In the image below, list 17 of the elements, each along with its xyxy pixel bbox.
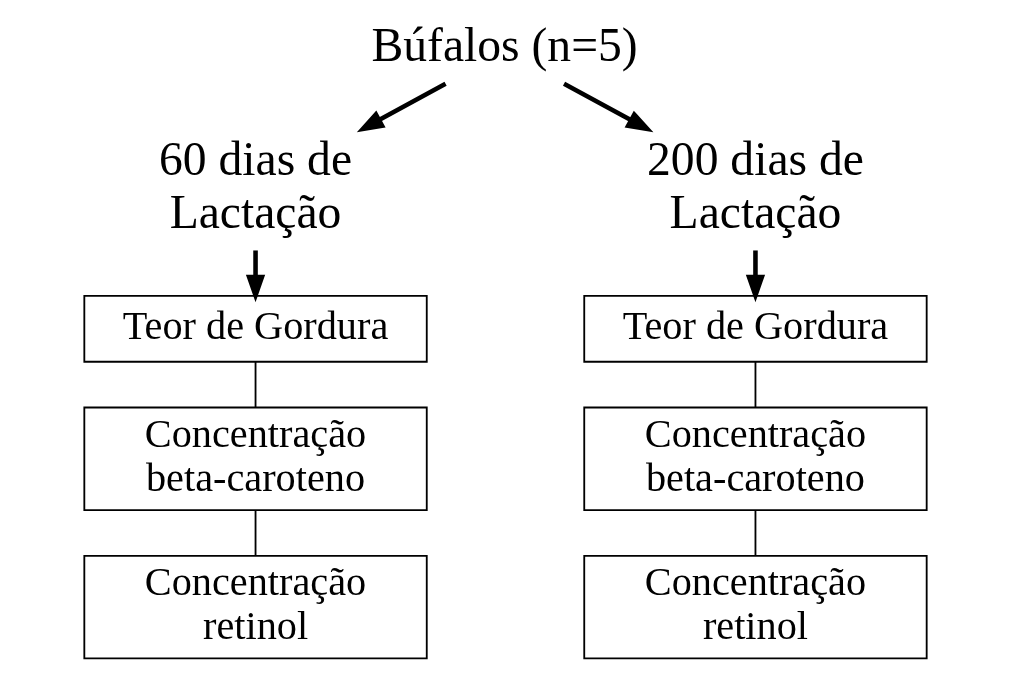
arrow [745,250,765,303]
connector [754,509,756,557]
node-text: Búfalos (n=5) [370,19,638,72]
node-box: Concentração retinol [582,554,928,660]
node-text: 200 dias de Lactação [646,132,864,238]
arrow [562,81,653,133]
arrow [356,81,447,133]
node-box: Teor de Gordura [582,294,928,363]
node-box: Concentração retinol [82,554,428,660]
node-box: Concentração beta-caroteno [82,406,428,511]
arrow [245,250,265,303]
node-text: 60 dias de Lactação [158,132,352,238]
node-box: Concentração beta-caroteno [582,406,928,511]
node-box: Teor de Gordura [82,294,428,363]
connector [754,360,756,409]
connector [254,360,256,409]
connector [254,509,256,557]
